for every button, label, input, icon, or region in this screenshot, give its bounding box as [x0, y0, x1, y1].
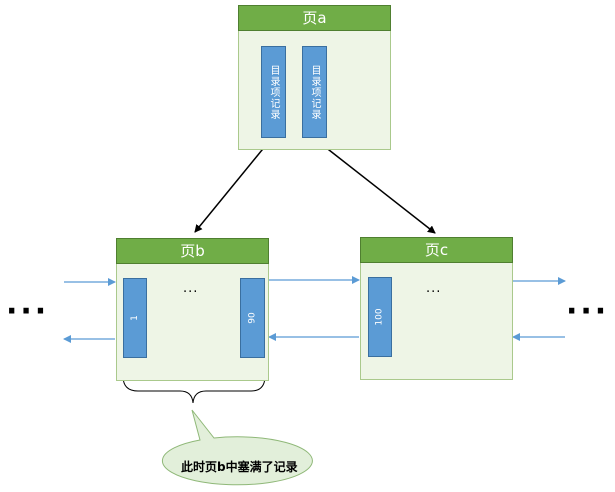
left-ellipsis: ···: [6, 294, 50, 329]
arrow-a-to-b: [194, 138, 272, 233]
callout-bubble: [161, 409, 313, 486]
page-c-ellipsis: ···: [426, 285, 442, 300]
page-a-directory-record-1: 目录项记录: [261, 46, 286, 138]
arrow-a-to-c: [314, 138, 436, 234]
page-b-ellipsis: ···: [183, 285, 199, 300]
page-b-title: 页b: [116, 238, 269, 264]
page-b-record-90: 90: [240, 278, 265, 358]
page-b-record-1: 1: [123, 278, 147, 358]
page-c-record-100: 100: [368, 277, 392, 357]
page-a-title: 页a: [238, 5, 391, 31]
brace-under-page-b: [122, 375, 266, 404]
right-ellipsis: ···: [566, 294, 610, 329]
page-c-title: 页c: [360, 237, 513, 263]
page-a-directory-record-2: 目录项记录: [302, 46, 327, 138]
callout-text: 此时页b中塞满了记录: [181, 460, 298, 474]
